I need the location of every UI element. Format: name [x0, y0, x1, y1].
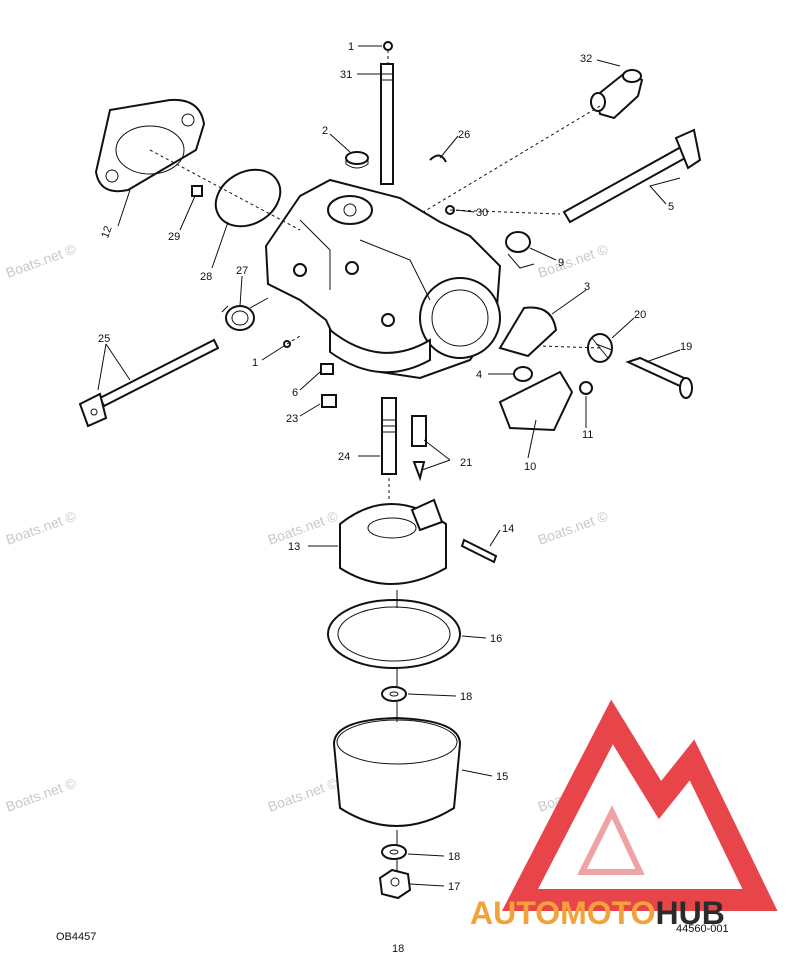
- label-part-23: 23: [286, 413, 298, 425]
- part-15-bowl: [332, 716, 462, 827]
- watermark: Boats.net ©: [4, 240, 79, 280]
- watermark: Boats.net ©: [266, 507, 341, 547]
- label-part-31: 31: [340, 69, 352, 81]
- label-part-6: 6: [292, 387, 298, 399]
- label-part-13: 13: [288, 541, 300, 553]
- label-part-17: 17: [448, 881, 460, 893]
- part-21-valve: [411, 415, 427, 482]
- part-3-plate: [498, 306, 558, 358]
- part-9-spring: [505, 231, 535, 269]
- watermark: Boats.net ©: [266, 774, 341, 814]
- label-part-1b: 1: [252, 357, 258, 369]
- drawing-code-left: OB4457: [56, 931, 96, 943]
- drawing-code-right: 44560-001: [676, 923, 729, 935]
- label-part-27: 27: [236, 265, 248, 277]
- label-part-24: 24: [338, 451, 350, 463]
- label-part-16: 16: [490, 633, 502, 645]
- watermark: Boats.net ©: [536, 507, 611, 547]
- watermark: Boats.net ©: [4, 507, 79, 547]
- label-part-10: 10: [524, 461, 536, 473]
- label-part-9: 9: [558, 257, 564, 269]
- part-26-clip: [429, 154, 447, 163]
- label-part-5: 5: [668, 201, 674, 213]
- part-18a-washer: [381, 686, 407, 702]
- part-16-gasket: [327, 599, 461, 669]
- label-part-18b: 18: [448, 851, 460, 863]
- part-28-disc: [214, 168, 282, 228]
- watermark: Boats.net ©: [536, 240, 611, 280]
- label-part-28: 28: [200, 271, 212, 283]
- part-14-pin: [460, 538, 498, 564]
- label-part-21: 21: [460, 457, 472, 469]
- logo-triangle-icon: [501, 699, 778, 911]
- label-part-26: 26: [458, 129, 470, 141]
- carburetor-body: [264, 178, 502, 380]
- automotohub-logo: AUTOMOTOHUB: [470, 699, 778, 931]
- part-12-gasket: [94, 98, 206, 193]
- label-part-2: 2: [322, 125, 328, 137]
- label-part-12: 12: [99, 224, 114, 240]
- label-part-15: 15: [496, 771, 508, 783]
- part-11-screw: [579, 381, 593, 395]
- label-part-19: 19: [680, 341, 692, 353]
- footer: OB4457 18 44560-001: [56, 923, 729, 955]
- label-part-11: 11: [582, 429, 593, 441]
- label-part-1: 1: [348, 41, 354, 53]
- part-17-nut: [378, 868, 412, 900]
- part-10-plate: [498, 370, 574, 432]
- label-part-20: 20: [634, 309, 646, 321]
- page-number: 18: [392, 943, 404, 955]
- label-part-3: 3: [584, 281, 590, 293]
- part-25-shaft: [78, 338, 220, 428]
- part-31-tube: [380, 63, 394, 185]
- part-4-spring: [513, 366, 533, 382]
- part-24-jet: [381, 397, 397, 475]
- leader-lines: [97, 45, 681, 887]
- part-27-spring: [221, 297, 269, 331]
- label-part-18a: 18: [460, 691, 472, 703]
- part-19-screw: [625, 356, 693, 399]
- part-1-cap: [383, 41, 393, 51]
- label-part-29: 29: [168, 231, 180, 243]
- assembly-lines: [149, 50, 601, 872]
- logo-text: AUTOMOTOHUB: [470, 895, 725, 931]
- label-part-25: 25: [98, 333, 110, 345]
- label-part-4: 4: [476, 369, 482, 381]
- part-6-screw: [320, 363, 334, 375]
- label-part-32: 32: [580, 53, 592, 65]
- part-23-screw: [321, 394, 337, 408]
- part-13-float: [339, 498, 447, 585]
- part-5-shaft: [562, 140, 698, 224]
- part-labels: 1 31 32 2 26 12 29 30 5 28 27 9 3 25 20 …: [98, 41, 692, 893]
- part-18b-washer: [381, 844, 407, 860]
- label-part-14: 14: [502, 523, 514, 535]
- logo-inner-mark-icon: [577, 805, 645, 875]
- label-part-30: 30: [476, 207, 488, 219]
- part-29-screw: [191, 185, 203, 197]
- part-2-plug: [345, 151, 369, 165]
- watermark: Boats.net ©: [4, 774, 79, 814]
